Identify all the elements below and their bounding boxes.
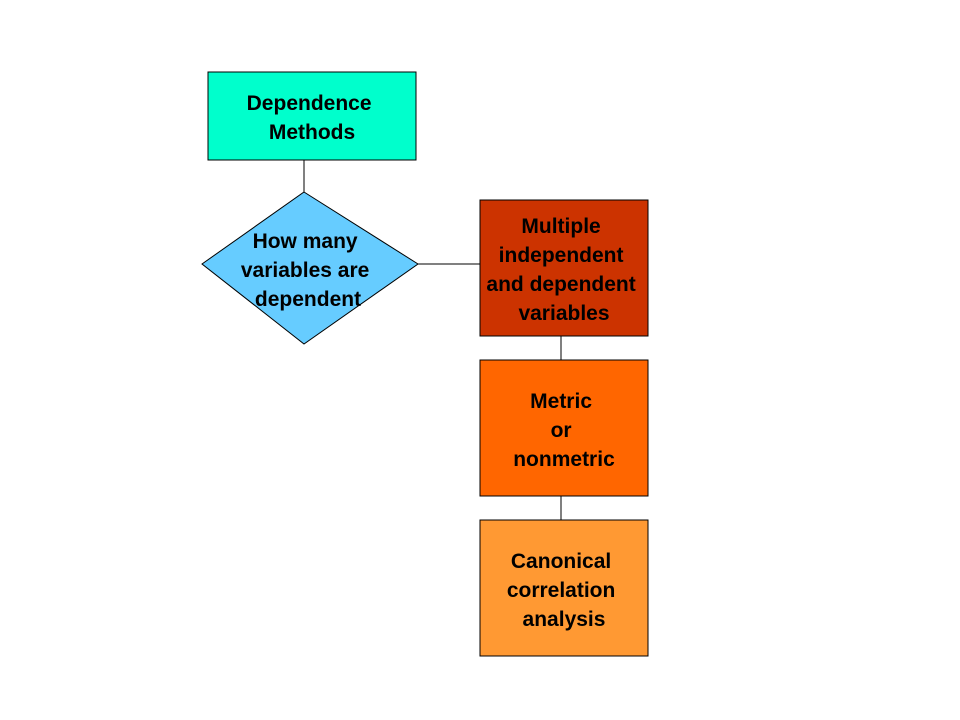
- canonical-correlation-line-2: correlation: [507, 579, 616, 602]
- canonical-correlation-box: [479, 519, 649, 657]
- how-many-dependent-line-1: How many: [253, 230, 358, 253]
- multiple-variables-node: Multiple independent and dependent varia…: [479, 199, 649, 337]
- svg-text:Canonical correlation: Canonical correlation analysis: [507, 550, 621, 631]
- dependence-methods-line-2: Methods: [269, 121, 355, 144]
- how-many-dependent-diamond: [201, 191, 419, 345]
- svg-text:Multiple independent: Multiple independent and dependent varia…: [486, 215, 641, 325]
- svg-text:Dependence Methods: Dependence Methods: [247, 92, 378, 144]
- multiple-variables-line-2: independent: [499, 244, 624, 267]
- dependence-methods-node: Dependence Methods: [207, 71, 417, 161]
- svg-text:Metric or nonmetri: Metric or nonmetric: [513, 390, 615, 471]
- how-many-dependent-node: How many variables are dependent: [201, 191, 419, 345]
- multiple-variables-box: [479, 199, 649, 337]
- multiple-variables-line-4: variables: [518, 302, 609, 325]
- dependence-methods-box: [207, 71, 417, 161]
- metric-or-nonmetric-box: [479, 359, 649, 497]
- canonical-correlation-node: Canonical correlation analysis: [479, 519, 649, 657]
- metric-or-nonmetric-line-1: Metric: [530, 390, 592, 413]
- canonical-correlation-line-3: analysis: [523, 608, 606, 631]
- dependence-methods-line-1: Dependence: [247, 92, 372, 115]
- multiple-variables-line-1: Multiple: [521, 215, 600, 238]
- canonical-correlation-line-1: Canonical: [511, 550, 611, 573]
- metric-or-nonmetric-line-2: or: [551, 419, 572, 442]
- how-many-dependent-line-3: dependent: [255, 288, 361, 311]
- svg-text:How many variables are: How many variables are dependent: [241, 230, 375, 311]
- metric-or-nonmetric-node: Metric or nonmetric: [479, 359, 649, 497]
- multiple-variables-line-3: and dependent: [486, 273, 635, 296]
- metric-or-nonmetric-line-3: nonmetric: [513, 448, 615, 471]
- how-many-dependent-line-2: variables are: [241, 259, 369, 282]
